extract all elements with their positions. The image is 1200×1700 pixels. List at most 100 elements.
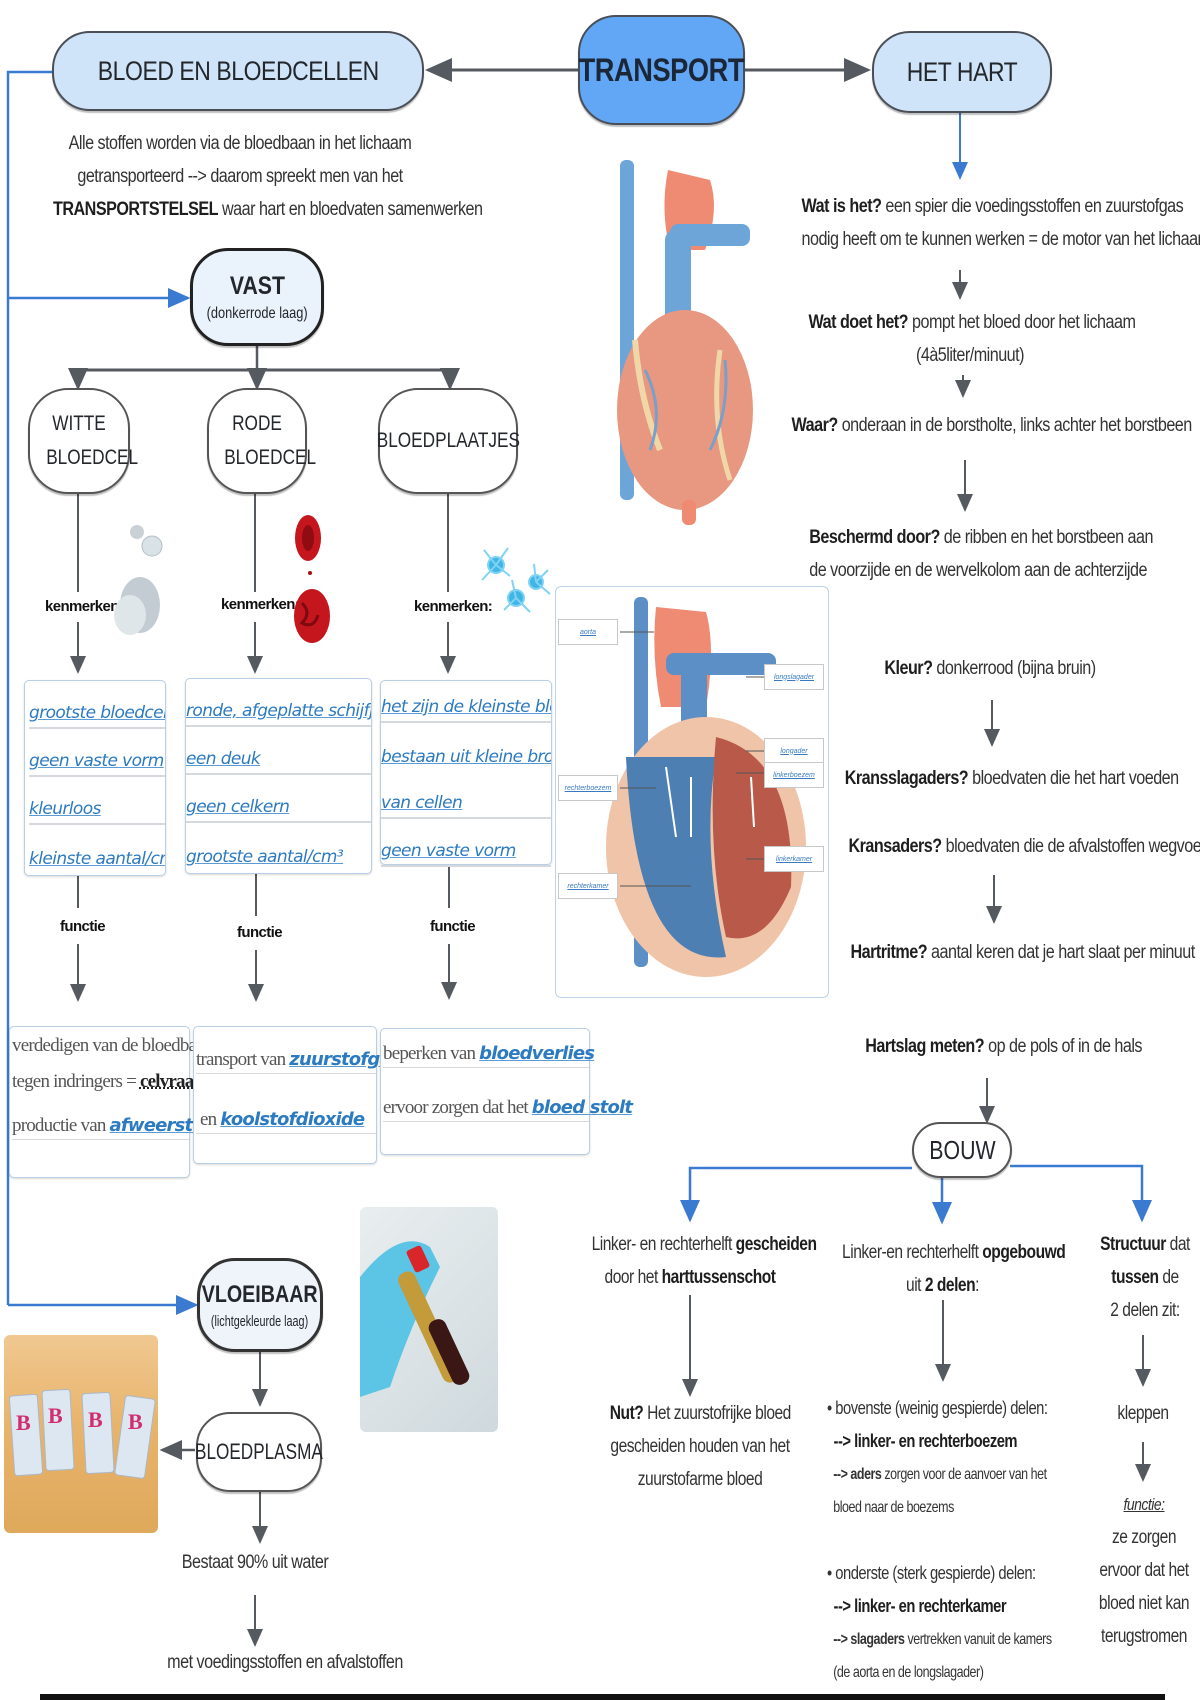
plasma-contents-text: met voedingsstoffen en afvalstoffen [167,1652,403,1673]
fact-answer-cont: de voorzijde en de wervelkolom aan de ac… [809,560,1147,581]
text: ervoor dat het [1099,1560,1189,1581]
white-blood-cell-image [114,525,163,635]
red-cell-trait: grootste aantal/cm³ [186,847,344,867]
label-characteristics-white: kenmerken: [45,598,124,615]
node-plasma[interactable]: BLOEDPLASMA [195,1412,323,1492]
plasma-water-text: Bestaat 90% uit water [181,1552,329,1573]
platelet-traits: het zijn de kleinste bloedcellen bestaan… [380,680,552,867]
label-function-white: functie [60,918,106,935]
white-cell-trait: geen vaste vorm [29,729,165,777]
text: Linker- en rechterhelft [591,1234,736,1255]
fact-question: Kransaders? [848,836,943,857]
text: bloed naar de boezems [833,1499,954,1516]
white-cell-trait: grootste bloedcel [29,681,165,729]
text: zuurstofarme bloed [637,1469,763,1490]
fact-answer: op de pols of in de hals [984,1036,1142,1057]
blood-tube-photo [360,1207,498,1432]
fact-answer: aantal keren dat je hart slaat per minuu… [927,942,1195,963]
red-cell-trait: een deuk [186,727,371,775]
white-function-line-2-text: tegen indringers = [12,1071,140,1092]
heart-fact-coronary-veins: Kransaders? bloedvaten die de afvalstoff… [820,830,1200,863]
red-cell-function: transport van zuurstofgas en koolstofdio… [193,1026,402,1164]
node-liquid[interactable]: VLOEIBAAR (lichtgekleurde laag) [197,1258,323,1352]
node-solid[interactable]: VAST (donkerrode laag) [190,248,324,346]
red-blood-cell-image [294,515,330,643]
text: ze zorgen [1111,1527,1176,1548]
fact-question: Beschermd door? [809,527,940,548]
structure-middle-text: Linker-en rechterhelft opgebouwd uit 2 d… [842,1242,1066,1296]
node-structure-label: BOUW [928,1134,996,1165]
node-heart[interactable]: HET HART [872,31,1052,113]
text: 2 delen zit: [1110,1300,1180,1321]
heart-label-right-ventricle: rechterkamer [558,873,618,899]
node-solid-subtitle: (donkerrode laag) [206,304,308,322]
node-white-blood-cell[interactable]: WITTE BLOEDCEL [28,388,139,494]
white-cell-traits: grootste bloedcel geen vaste vorm kleurl… [24,680,166,876]
red-cell-trait: geen celkern [186,775,371,823]
blood-type-b-3: B [88,1407,103,1432]
fact-answer: een spier die voedingsstoffen en zuursto… [881,196,1184,217]
red-cell-trait: ronde, afgeplatte schijfjes met [186,679,371,727]
node-blood-and-cells[interactable]: BLOED EN BLOEDCELLEN [52,31,424,111]
white-cell-trait: kleurloos [29,777,165,825]
fact-answer-cont: (4à5liter/minuut) [915,345,1025,366]
valves-label: kleppen [1117,1403,1169,1424]
heart-cross-section-diagram: aorta longslagader longader linkerboezem… [555,586,829,998]
valves-function-label: functie: [1123,1495,1165,1514]
red-function-line-1-text: transport van [196,1049,290,1070]
label-function-red: functie [237,924,283,941]
veins-term: --> aders [833,1466,882,1483]
node-red-blood-cell-label: RODE BLOEDCEL [224,412,317,469]
platelet-function: beperken van bloedverlies ervoor zorgen … [380,1028,633,1155]
platelets-image [481,547,551,613]
fact-answer: bloedvaten die de afvalstoffen wegvoeren [941,836,1200,857]
blood-type-b-2: B [48,1403,63,1428]
node-structure[interactable]: BOUW [912,1122,1012,1178]
term-septum: harttussenschot [661,1267,776,1288]
node-heart-label: HET HART [906,56,1018,87]
term-phagocyte: celvraat [139,1071,200,1092]
label-characteristics-platelets: kenmerken: [414,598,493,615]
white-function-line-3: productie van afweerstoffen [12,1115,242,1140]
node-platelets[interactable]: BLOEDPLAATJES [376,388,520,494]
white-cell-function: verdedigen van de bloedbaan tegen indrin… [9,1026,242,1178]
fact-question: Wat is het? [801,196,882,217]
text: de [1158,1267,1179,1288]
fact-answer: de ribben en het borstbeen aan [939,527,1154,548]
text: terugstromen [1101,1626,1187,1647]
intro-text: Alle stoffen worden via de bloedbaan in … [20,127,483,226]
text: uit [906,1275,925,1296]
text: vertrekken vanuit de kamers [904,1631,1052,1648]
fact-answer: pompt het bloed door het lichaam [908,312,1136,333]
red-cell-traits: ronde, afgeplatte schijfjes met een deuk… [185,678,372,874]
fact-question: Waar? [791,415,839,436]
node-red-blood-cell[interactable]: RODE BLOEDCEL [207,388,317,494]
label-characteristics-red: kenmerken: [221,596,300,613]
heart-fact-coronary-arteries: Kransslagaders? bloedvaten die het hart … [820,762,1179,795]
heart-fact-what-does-it-do: Wat doet het? pompt het bloed door het l… [780,306,1160,372]
heart-label-left-atrium: linkerboezem [764,762,824,788]
heart-fact-color: Kleur? donkerrood (bijna bruin) [850,652,1130,685]
fact-answer: bloedvaten die het hart voeden [968,768,1179,789]
heart-fact-heart-rhythm: Hartritme? aantal keren dat je hart slaa… [825,936,1196,969]
upper-parts: • bovenste (weinig gespierde) delen: [827,1398,1048,1418]
heart-external-image [617,160,753,525]
intro-line-1: Alle stoffen worden via de bloedbaan in … [68,133,412,154]
node-white-blood-cell-label: WITTE BLOEDCEL [46,412,139,469]
heart-fact-protected-by: Beschermd door? de ribben en het borstbe… [780,521,1170,587]
node-liquid-title: VLOEIBAAR [202,1280,318,1308]
node-plasma-label: BLOEDPLASMA [195,1439,323,1464]
red-function-line-2-text: en [200,1109,221,1130]
arteries-term: --> slagaders [833,1631,905,1648]
purpose-question: Nut? [609,1403,644,1424]
platelet-function-line-2-text: ervoor zorgen dat het [383,1097,532,1118]
node-transport-label: TRANSPORT [578,51,745,88]
text: bloed niet kan [1098,1593,1190,1614]
term-built: opgebouwd [982,1242,1066,1263]
fact-question: Hartslag meten? [865,1036,985,1057]
term-carbon-dioxide: koolstofdioxide [220,1109,365,1130]
structure-middle-details: • bovenste (weinig gespierde) delen: -->… [827,1392,1097,1689]
node-transport[interactable]: TRANSPORT [578,15,745,125]
heart-fact-where: Waar? onderaan in de borstholte, links a… [760,409,1193,442]
